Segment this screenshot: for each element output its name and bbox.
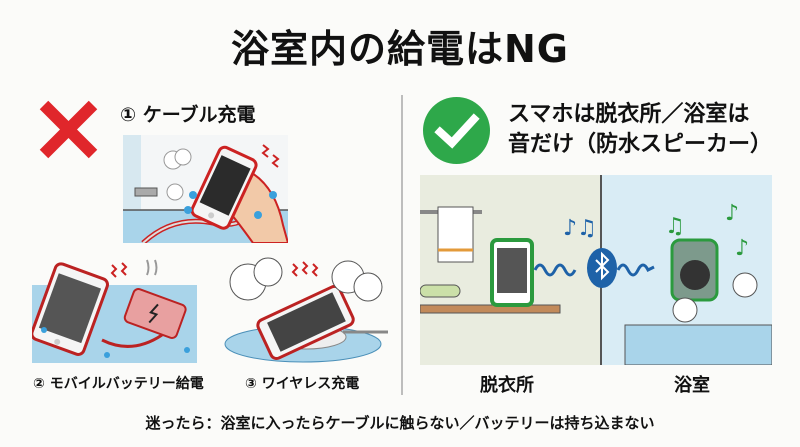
cross-mark-icon [36, 97, 101, 162]
section-divider [401, 95, 403, 395]
scene-left-caption: 脱衣所 [480, 375, 534, 396]
ok-headline-line1: スマホは脱衣所／浴室は [508, 102, 750, 127]
ng-item-3-label: ③ ワイヤレス充電 [245, 376, 360, 392]
ng-item-2-label: ② モバイルバッテリー給電 [33, 376, 204, 392]
ok-headline: スマホは脱衣所／浴室は 音だけ（防水スピーカー） [508, 100, 772, 160]
scene-right-caption: 浴室 [674, 375, 710, 396]
wireless-charging-illustration [218, 252, 388, 368]
ng-item-1-label: ① ケーブル充電 [120, 104, 256, 126]
ok-headline-line2: 音だけ（防水スピーカー） [508, 132, 773, 157]
mobile-battery-illustration [32, 255, 197, 363]
bluetooth-speaker-illustration: ♪♫ ♫ ♪ ♪ [420, 175, 772, 365]
footer-tip: 迷ったら：浴室に入ったらケーブルに触らない／バッテリーは持ち込まない [145, 414, 655, 432]
svg-text:♪♫: ♪♫ [563, 216, 597, 241]
check-mark-icon [423, 97, 490, 164]
cable-charging-illustration [123, 135, 288, 243]
svg-text:♪: ♪ [725, 201, 739, 226]
svg-text:♫: ♫ [665, 214, 685, 239]
page-title: 浴室内の給電はNG [231, 27, 569, 71]
svg-text:♪: ♪ [735, 236, 749, 261]
